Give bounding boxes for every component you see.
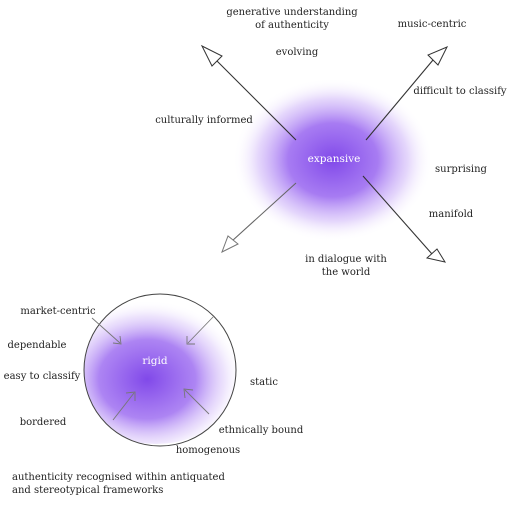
rigid-title: rigid — [142, 355, 168, 367]
arrowhead-up-left — [200, 44, 223, 67]
inward-arrowhead-bottom-left — [125, 391, 136, 401]
arrow-line-down-left — [231, 182, 297, 242]
label-market-centric: market-centric — [20, 306, 96, 317]
label-in-dialogue-with-the-world: in dialogue with the world — [305, 254, 387, 278]
arrowhead-down-right — [425, 248, 447, 263]
label-culturally-informed: culturally informed — [155, 115, 253, 126]
label-easy-to-classify: easy to classify — [3, 371, 81, 382]
label-bordered: bordered — [19, 417, 67, 428]
inward-arrowhead-top-left — [112, 335, 122, 345]
label-music-centric: music-centric — [397, 19, 467, 30]
label-generative-understanding: generative understanding of authenticity — [226, 7, 358, 31]
arrow-line-down-right — [362, 175, 433, 255]
label-manifold: manifold — [428, 209, 474, 220]
label-dependable: dependable — [7, 340, 67, 351]
inward-arrow-from-top-left — [91, 317, 121, 344]
label-static: static — [250, 377, 278, 388]
inward-arrow-from-bottom-right — [184, 389, 210, 415]
label-surprising: surprising — [435, 164, 487, 175]
label-evolving: evolving — [275, 47, 319, 58]
arrow-line-up-right — [365, 59, 434, 141]
label-ethnically-bound: ethnically bound — [218, 425, 304, 436]
label-homogenous: homogenous — [175, 445, 241, 456]
inward-arrow-from-bottom-left — [112, 392, 135, 421]
inward-arrowhead-top-right — [186, 336, 195, 345]
label-difficult-to-classify: difficult to classify — [413, 86, 507, 97]
inward-arrowhead-bottom-right — [183, 388, 194, 399]
arrowhead-down-left — [221, 235, 239, 254]
rigid-boundary-circle — [83, 293, 237, 447]
label-antiquated-frameworks: authenticity recognised within antiquate… — [12, 472, 225, 496]
expansive-title: expansive — [307, 153, 361, 165]
inward-arrow-from-top-right — [187, 315, 215, 344]
arrowhead-up-right — [427, 46, 449, 66]
arrow-line-up-left — [215, 59, 297, 141]
rigid-glow — [84, 300, 236, 444]
